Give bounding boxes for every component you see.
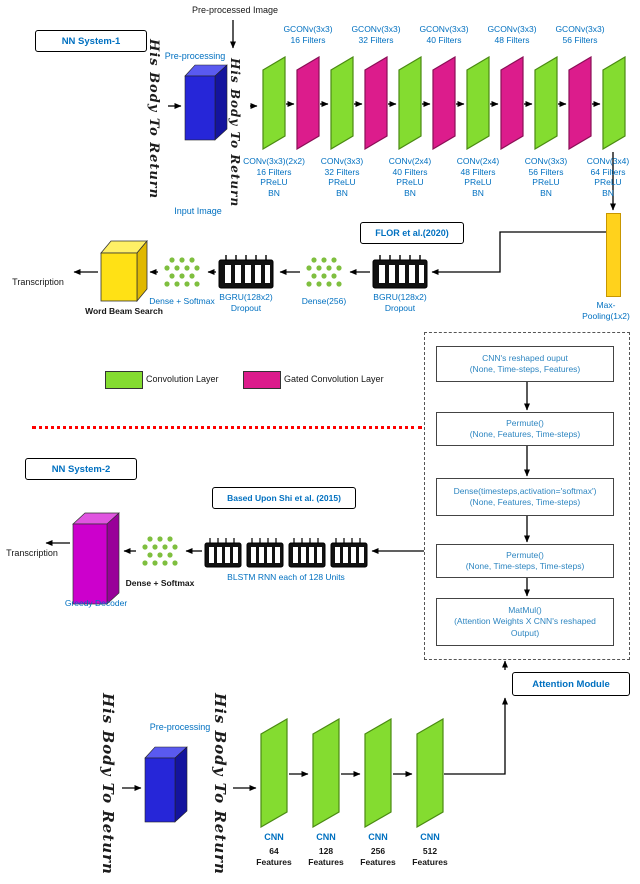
greedy-decoder-box (72, 512, 120, 605)
dense-softmax-label-2: Dense + Softmax (125, 578, 195, 588)
cnn-label: CNN (264, 832, 284, 842)
handwriting-image-1: His Body To Return (146, 38, 161, 200)
cnn-features-label: 512 Features (412, 846, 448, 867)
blstm-cell-icon (330, 538, 368, 568)
conv-layer-shape (466, 56, 490, 150)
max-pooling-bar (606, 213, 621, 297)
max-pooling-label: Max- Pooling(1x2) (582, 300, 630, 321)
blstm-label: BLSTM RNN each of 128 Units (227, 572, 345, 582)
legend-gated-swatch (243, 371, 281, 389)
attention-step-reshape: CNN's reshaped ouput (None, Time-steps, … (436, 346, 614, 382)
handwriting-image-2: His Body To Return (228, 57, 242, 208)
dense-softmax-label-1: Dense + Softmax (149, 296, 215, 306)
conv-layer-shape (330, 56, 354, 150)
cnn-layer-shape (416, 718, 444, 828)
input-image-label: Input Image (174, 206, 222, 216)
dense-dots-icon (164, 257, 200, 287)
shi-reference-label: Based Upon Shi et al. (2015) (212, 487, 356, 509)
cnn-label: CNN (420, 832, 440, 842)
cnn-label: CNN (316, 832, 336, 842)
nn-system1-label: NN System-1 (35, 30, 147, 52)
cnn-label: CNN (368, 832, 388, 842)
section-divider (32, 426, 422, 429)
attention-step-matmul: MatMul() (Attention Weights X CNN's resh… (436, 598, 614, 646)
gated-conv-layer-shape (568, 56, 592, 150)
transcription-label-1: Transcription (12, 277, 64, 287)
blstm-cell-icon (288, 538, 326, 568)
cnn-layer-shape (364, 718, 392, 828)
conv-layer-shape (398, 56, 422, 150)
flor-reference-label: FLOR et al.(2020) (360, 222, 464, 244)
transcription-label-2: Transcription (6, 548, 58, 558)
conv-label: CONv(3x3)(2x2) 16 Filters PReLU BN (243, 156, 305, 198)
gconv-label: GCONv(3x3) 40 Filters (419, 24, 469, 45)
bgru2-label: BGRU(128x2) Dropout (219, 292, 273, 313)
gated-conv-layer-shape (296, 56, 320, 150)
blstm-cell-icon (246, 538, 284, 568)
conv-layer-shape (262, 56, 286, 150)
conv-layer-shape (534, 56, 558, 150)
preprocessing-label-1: Pre-processing (164, 51, 226, 61)
legend-conv-swatch (105, 371, 143, 389)
preprocessed-image-label: Pre-processed Image (191, 5, 279, 15)
word-beam-search-label: Word Beam Search (85, 306, 163, 316)
gconv-label: GCONv(3x3) 32 Filters (351, 24, 401, 45)
conv-label: CONv(3x4) 64 Filters PReLU BN (586, 156, 630, 198)
greedy-decoder-label: Greedy Decoder (64, 598, 128, 608)
handwriting-image-4: His Body To Return (211, 693, 229, 875)
cnn-features-label: 128 Features (308, 846, 344, 867)
conv-label: CONv(3x3) 32 Filters PReLU BN (320, 156, 364, 198)
input-image-box-bottom (144, 746, 188, 823)
conv-layer-shape (602, 56, 626, 150)
dense-dots-icon (306, 257, 342, 287)
nn-system2-label: NN System-2 (25, 458, 137, 480)
gated-conv-layer-shape (432, 56, 456, 150)
blstm-cell-icon (204, 538, 242, 568)
attention-module-panel (424, 332, 630, 660)
gated-conv-layer-shape (364, 56, 388, 150)
conv-label: CONv(2x4) 48 Filters PReLU BN (456, 156, 500, 198)
input-image-box (184, 64, 228, 141)
gconv-label: GCONv(3x3) 16 Filters (283, 24, 333, 45)
bgru1-label: BGRU(128x2) Dropout (373, 292, 427, 313)
gated-conv-layer-shape (500, 56, 524, 150)
preprocessing-label-2: Pre-processing (149, 722, 211, 732)
attention-step-dense: Dense(timesteps,activation='softmax') (N… (436, 478, 614, 516)
conv-label: CONv(2x4) 40 Filters PReLU BN (388, 156, 432, 198)
attention-step-permute1: Permute() (None, Features, Time-steps) (436, 412, 614, 446)
conv-label: CONv(3x3) 56 Filters PReLU BN (524, 156, 568, 198)
legend-gated-label: Gated Convolution Layer (284, 374, 384, 384)
cnn-layer-shape (260, 718, 288, 828)
bgru-cell-icon (372, 255, 428, 289)
attention-module-label: Attention Module (512, 672, 630, 696)
legend-conv-label: Convolution Layer (146, 374, 219, 384)
handwriting-image-3: His Body To Return (99, 693, 117, 875)
attention-step-permute2: Permute() (None, Time-steps, Time-steps) (436, 544, 614, 578)
cnn-features-label: 64 Features (256, 846, 292, 867)
gconv-label: GCONv(3x3) 48 Filters (487, 24, 537, 45)
bgru-cell-icon (218, 255, 274, 289)
word-beam-search-box (100, 240, 148, 302)
cnn-layer-shape (312, 718, 340, 828)
gconv-label: GCONv(3x3) 56 Filters (555, 24, 605, 45)
cnn-features-label: 256 Features (360, 846, 396, 867)
dense-dots-icon (142, 536, 178, 566)
dense256-label: Dense(256) (301, 296, 347, 306)
